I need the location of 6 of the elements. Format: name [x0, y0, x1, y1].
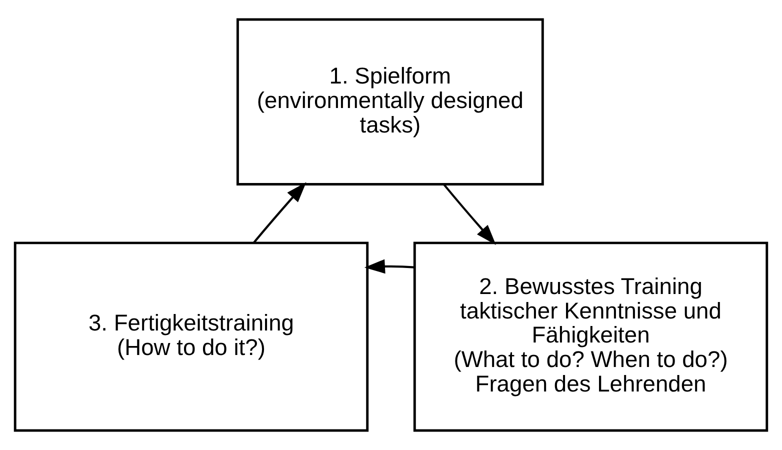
- node-box: 1. Spielform (environmentally designed tasks): [236, 18, 544, 186]
- arrow: [443, 184, 496, 246]
- node-box: 3. Fertigkeitstraining (How to do it?): [14, 242, 369, 432]
- arrow: [253, 182, 306, 244]
- arrow: [364, 259, 414, 274]
- node-box: 2. Bewusstes Training taktischer Kenntnisse und Fähigkeiten (What to do? When to do?) Fragen des Lehrenden: [413, 242, 768, 432]
